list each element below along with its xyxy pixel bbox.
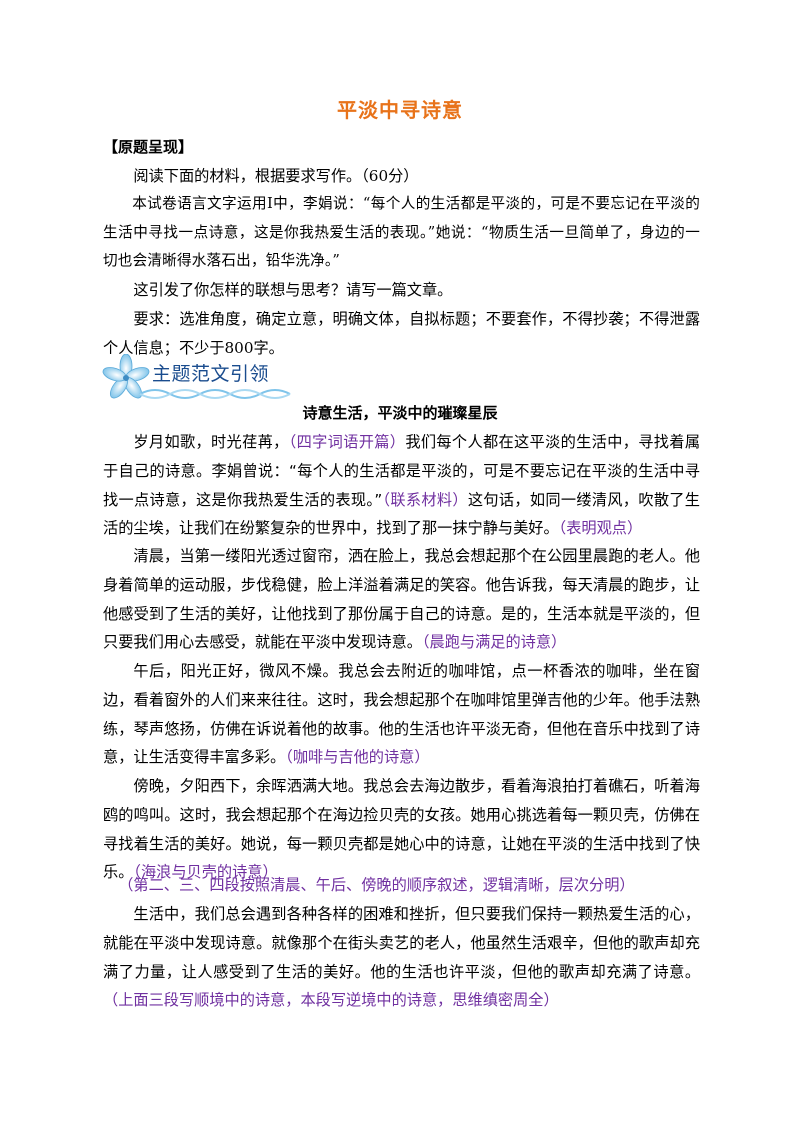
annotation: （联系材料） bbox=[382, 490, 468, 509]
flower-icon bbox=[102, 354, 291, 399]
annotation: （咖啡与吉他的诗意） bbox=[285, 748, 430, 767]
essay-paragraph-2: 清晨，当第一缕阳光透过窗帘，洒在脸上，我总会想起那个在公园里晨跑的老人。他身着简… bbox=[103, 542, 700, 657]
structure-annotation: （第二、三、四段按照清晨、午后、傍晚的顺序叙述，逻辑清晰，层次分明） bbox=[118, 876, 635, 894]
essay-paragraph-3: 午后，阳光正好，微风不燥。我总会去附近的咖啡馆，点一杯香浓的咖啡，坐在窗边，看着… bbox=[103, 657, 700, 772]
essay-text: 岁月如歌，时光荏苒， bbox=[133, 433, 289, 451]
essay-title: 诗意生活，平淡中的璀璨星辰 bbox=[302, 404, 498, 422]
essay-text: 清晨，当第一缕阳光透过窗帘，洒在脸上，我总会想起那个在公园里晨跑的老人。他身着简… bbox=[103, 547, 700, 652]
essay-text: 我们每个人都在这平淡的生活中，寻找着属于自己的诗意。李娟曾说：“每个人的生活都是… bbox=[103, 433, 701, 509]
annotation: （晨跑与满足的诗意） bbox=[421, 633, 567, 652]
essay-text: 午后，阳光正好，微风不燥。我总会去附近的咖啡馆，点一杯香浓的咖啡，坐在窗边，看着… bbox=[103, 662, 700, 767]
essay-paragraph-1: 岁月如歌，时光荏苒，（四字词语开篇）我们每个人都在这平淡的生活中，寻找着属于自己… bbox=[103, 428, 700, 543]
annotation: （上面三段写顺境中的诗意，本段写逆境中的诗意，思维缜密周全） bbox=[103, 991, 559, 1010]
theme-banner-label: 主题范文引领 bbox=[152, 363, 270, 385]
prompt-requirements: 要求：选准角度，确定立意，明确文体，自拟标题；不要套作，不得抄袭；不得泄露个人信… bbox=[103, 310, 700, 357]
essay-text: 这句话，如同一缕清风，吹散了生活的尘埃，让我们在纷繁复杂的世界中，找到了那一抹宁… bbox=[103, 490, 700, 538]
theme-banner: 主题范文引领 bbox=[100, 354, 300, 406]
prompt-instruction: 阅读下面的材料，根据要求写作。（60分） bbox=[133, 167, 419, 185]
essay-paragraph-4: 傍晚，夕阳西下，余晖洒满大地。我总会去海边散步，看着海浪拍打着礁石，听着海鸥的鸣… bbox=[103, 772, 700, 887]
prompt-question: 这引发了你怎样的联想与思考？请写一篇文章。 bbox=[133, 281, 453, 299]
essay-text: 生活中，我们总会遇到各种各样的困难和挫折，但只要我们保持一颗热爱生活的心，就能在… bbox=[103, 905, 700, 981]
essay-paragraph-5: 生活中，我们总会遇到各种各样的困难和挫折，但只要我们保持一颗热爱生活的心，就能在… bbox=[103, 900, 700, 1015]
document-title: 平淡中寻诗意 bbox=[337, 98, 463, 122]
essay-text: 傍晚，夕阳西下，余晖洒满大地。我总会去海边散步，看着海浪拍打着礁石，听着海鸥的鸣… bbox=[103, 777, 700, 882]
prompt-material: 本试卷语言文字运用Ⅰ中，李娟说：“每个人的生活都是平淡的，可是不要忘记在平淡的生… bbox=[103, 195, 700, 270]
annotation: （海浪与贝壳的诗意） bbox=[133, 863, 278, 882]
annotation: （表明观点） bbox=[558, 519, 643, 538]
annotation: （四字词语开篇） bbox=[288, 433, 406, 451]
original-question-label: 【原题呈现】 bbox=[103, 138, 194, 156]
